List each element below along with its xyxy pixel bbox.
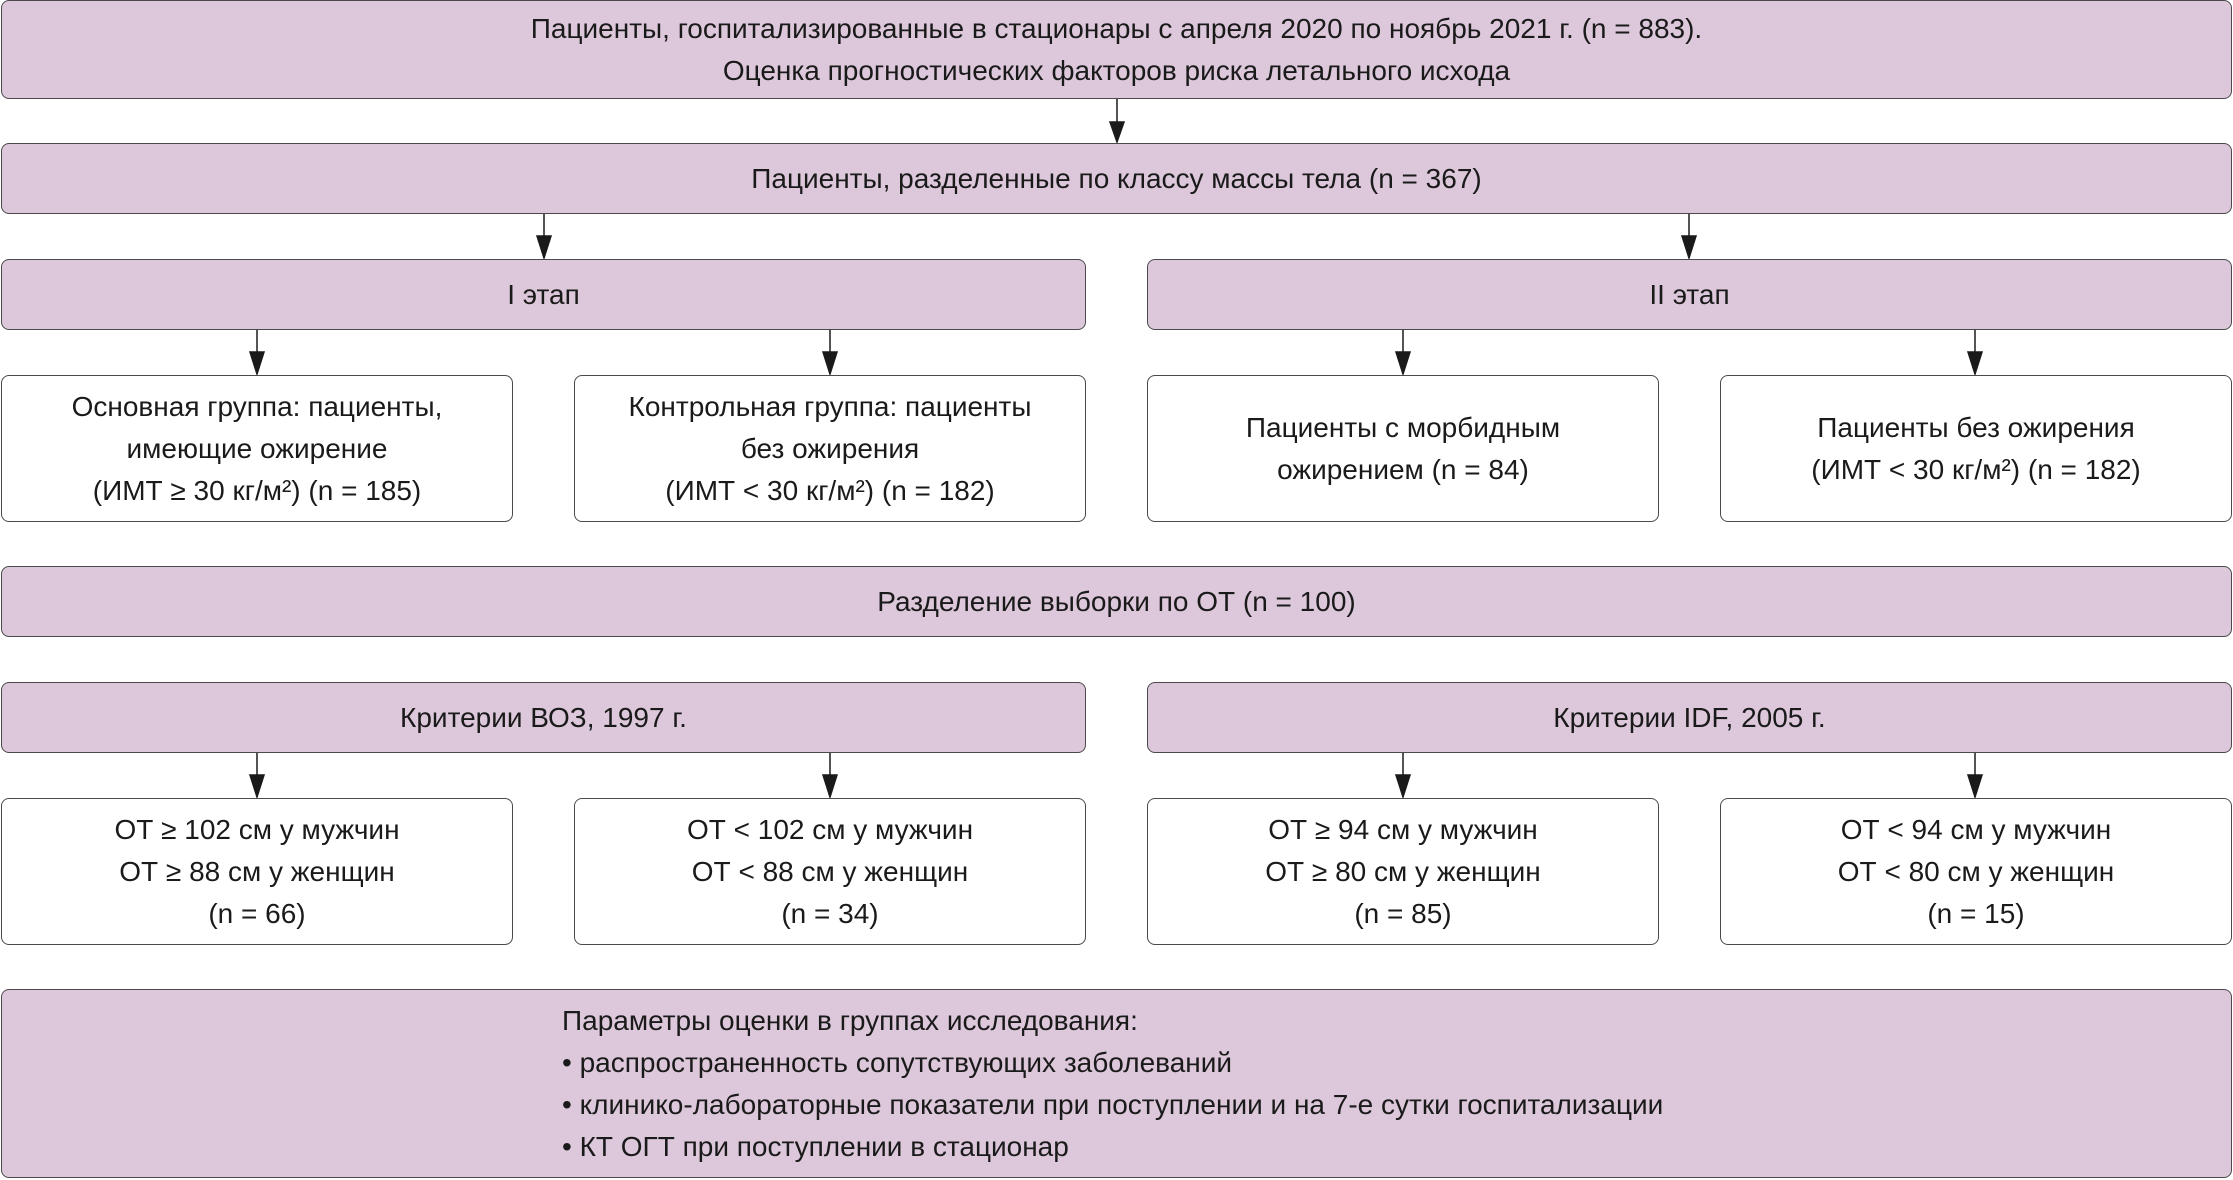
- main-group-line2: имеющие ожирение: [126, 432, 388, 464]
- idf-below-box: ОТ < 94 см у мужчин ОТ < 80 см у женщин …: [1720, 798, 2232, 945]
- stage1-title: I этап: [507, 278, 580, 310]
- who-criteria-title: Критерии ВОЗ, 1997 г.: [400, 701, 687, 733]
- evaluation-parameter-item: • распространенность сопутствующих забол…: [562, 1046, 1233, 1078]
- idf-above-line2: ОТ ≥ 80 см у женщин: [1265, 855, 1541, 887]
- idf-below-line3: (n = 15): [1927, 897, 2025, 929]
- control-group-box: Контрольная группа: пациенты без ожирени…: [574, 375, 1086, 522]
- who-above-line3: (n = 66): [208, 897, 306, 929]
- main-group-line1: Основная группа: пациенты,: [71, 390, 443, 422]
- patients-total-box: Пациенты, госпитализированные в стациона…: [1, 0, 2232, 99]
- evaluation-parameters-box: Параметры оценки в группах исследования:…: [1, 989, 2232, 1178]
- idf-above-line3: (n = 85): [1354, 897, 1452, 929]
- stage2-title: II этап: [1649, 278, 1730, 310]
- evaluation-parameter-item: • КТ ОГТ при поступлении в стационар: [562, 1130, 1069, 1162]
- no-obesity-box: Пациенты без ожирения (ИМТ < 30 кг/м²) (…: [1720, 375, 2232, 522]
- who-below-line2: ОТ < 88 см у женщин: [691, 855, 969, 887]
- no-obesity-line1: Пациенты без ожирения: [1817, 411, 2135, 443]
- who-below-line1: ОТ < 102 см у мужчин: [686, 813, 974, 845]
- control-group-line2: без ожирения: [740, 432, 920, 464]
- who-above-box: ОТ ≥ 102 см у мужчин ОТ ≥ 88 см у женщин…: [1, 798, 513, 945]
- idf-above-line1: ОТ ≥ 94 см у мужчин: [1268, 813, 1538, 845]
- who-above-line2: ОТ ≥ 88 см у женщин: [119, 855, 395, 887]
- morbid-obesity-box: Пациенты с морбидным ожирением (n = 84): [1147, 375, 1659, 522]
- ot-split-box: Разделение выборки по ОТ (n = 100): [1, 566, 2232, 637]
- idf-above-box: ОТ ≥ 94 см у мужчин ОТ ≥ 80 см у женщин …: [1147, 798, 1659, 945]
- who-below-line3: (n = 34): [781, 897, 879, 929]
- stage1-box: I этап: [1, 259, 1086, 330]
- main-group-box: Основная группа: пациенты, имеющие ожире…: [1, 375, 513, 522]
- who-criteria-box: Критерии ВОЗ, 1997 г.: [1, 682, 1086, 753]
- main-group-line3: (ИМТ ≥ 30 кг/м²) (n = 185): [92, 474, 422, 506]
- control-group-line1: Контрольная группа: пациенты: [628, 390, 1032, 422]
- morbid-obesity-line1: Пациенты с морбидным: [1245, 411, 1561, 443]
- stage2-box: II этап: [1147, 259, 2232, 330]
- bmi-split-label: Пациенты, разделенные по классу массы те…: [751, 162, 1482, 194]
- idf-below-line1: ОТ < 94 см у мужчин: [1840, 813, 2112, 845]
- idf-below-line2: ОТ < 80 см у женщин: [1837, 855, 2115, 887]
- idf-criteria-box: Критерии IDF, 2005 г.: [1147, 682, 2232, 753]
- morbid-obesity-line2: ожирением (n = 84): [1277, 453, 1529, 485]
- control-group-line3: (ИМТ < 30 кг/м²) (n = 182): [665, 474, 995, 506]
- who-below-box: ОТ < 102 см у мужчин ОТ < 88 см у женщин…: [574, 798, 1086, 945]
- bmi-split-box: Пациенты, разделенные по классу массы те…: [1, 143, 2232, 214]
- patients-total-line1: Пациенты, госпитализированные в стациона…: [530, 12, 1703, 44]
- idf-criteria-title: Критерии IDF, 2005 г.: [1553, 701, 1826, 733]
- who-above-line1: ОТ ≥ 102 см у мужчин: [114, 813, 400, 845]
- no-obesity-line2: (ИМТ < 30 кг/м²) (n = 182): [1811, 453, 2141, 485]
- ot-split-label: Разделение выборки по ОТ (n = 100): [877, 585, 1356, 617]
- evaluation-parameters-title: Параметры оценки в группах исследования:: [562, 1004, 1138, 1036]
- evaluation-parameter-item: • клинико-лабораторные показатели при по…: [562, 1088, 1664, 1120]
- patients-total-line2: Оценка прогностических факторов риска ле…: [722, 54, 1511, 86]
